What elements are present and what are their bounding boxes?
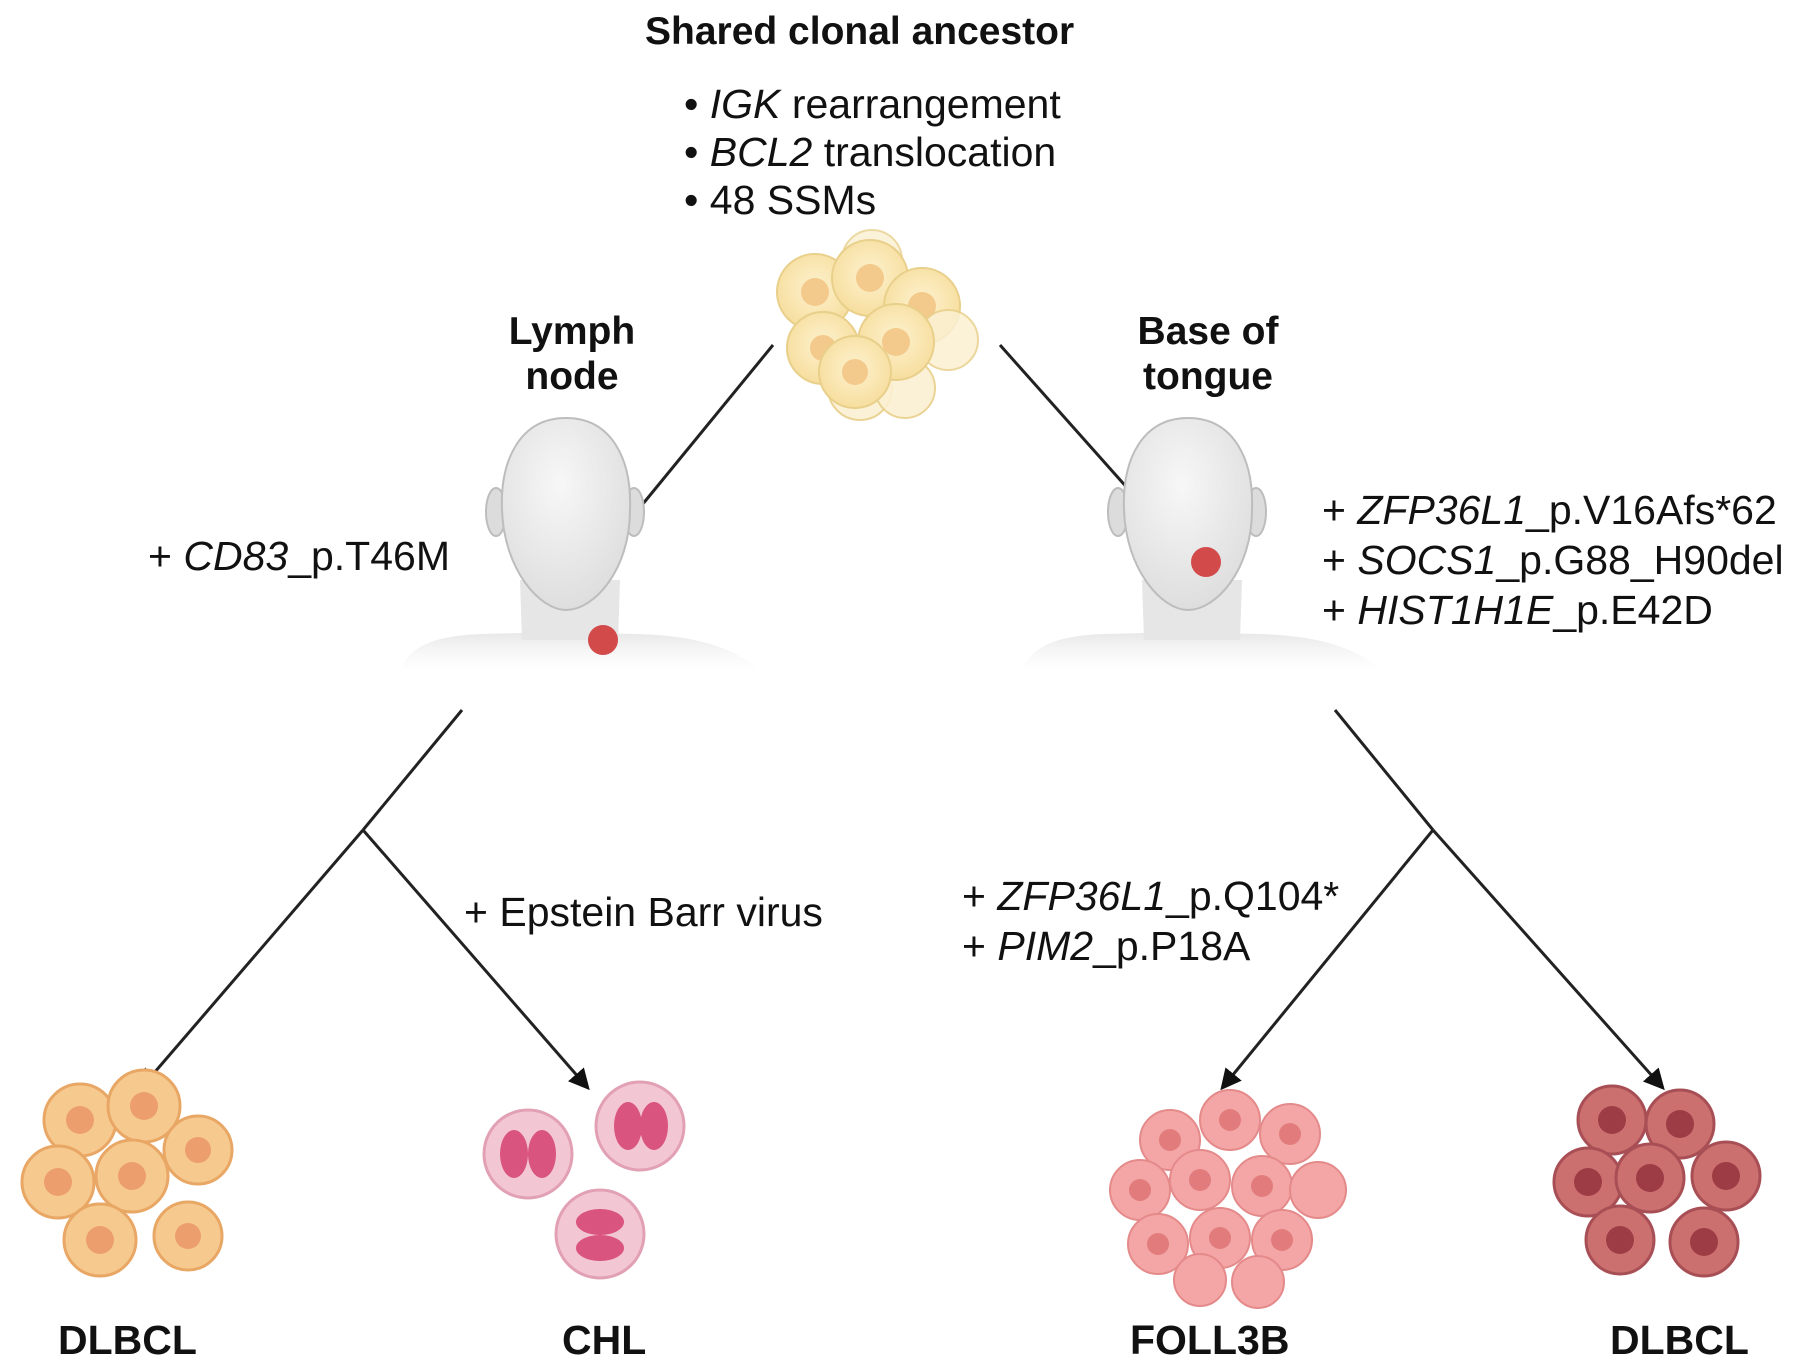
patient-head-lymph-node [400,416,760,670]
outcome-label-dlbcl-left: DLBCL [58,1317,197,1363]
lymph-node-tumor-marker [588,625,618,655]
arrow-to-dlbcl-right [1431,829,1665,1091]
outcome-label-dlbcl-right: DLBCL [1610,1317,1749,1363]
outcome-label-foll3b: FOLL3B [1130,1317,1290,1363]
ancestor-feature-bcl2: • BCL2 translocation [684,129,1057,175]
site-label-lymph-node: Lymph node [508,310,636,398]
mutation-cd83: + CD83_p.T46M [148,533,450,579]
outcome-label-chl: CHL [562,1317,647,1363]
lineage-lines [139,344,1665,1091]
mutation-zfp36l1-q104: + ZFP36L1_p.Q104* [962,873,1340,919]
mutation-hist1h1e: + HIST1H1E_p.E42D [1322,587,1713,633]
tongue-tumor-marker [1191,547,1221,577]
foll3b-cells [1109,1089,1347,1309]
line-ancestor-to-base-of-tongue [998,344,1140,501]
mutation-zfp36l1-v16: + ZFP36L1_p.V16Afs*62 [1322,487,1777,533]
arrow-to-foll3b [1220,829,1435,1091]
dlbcl-left-cells [20,1068,234,1278]
line-lymph-node-trunk [361,709,464,831]
arrow-to-chl [361,829,590,1091]
ancestor-cell-cluster [776,229,979,421]
line-tongue-trunk [1333,709,1435,831]
mutation-socs1: + SOCS1_p.G88_H90del [1322,537,1784,583]
chl-cells [482,1080,686,1280]
arrow-to-dlbcl-left [139,829,365,1091]
site-label-base-of-tongue: Base of tongue [1137,310,1279,398]
mutation-pim2: + PIM2_p.P18A [962,923,1251,969]
dlbcl-right-cells [1552,1084,1762,1278]
line-ancestor-to-lymph-node [640,344,775,506]
ancestor-feature-ssms: • 48 SSMs [684,177,877,223]
event-epstein-barr: + Epstein Barr virus [464,889,823,935]
patient-head-base-of-tongue [1022,416,1382,670]
ancestor-title: Shared clonal ancestor [645,10,1075,53]
ancestor-feature-igk: • IGK rearrangement [684,81,1061,127]
